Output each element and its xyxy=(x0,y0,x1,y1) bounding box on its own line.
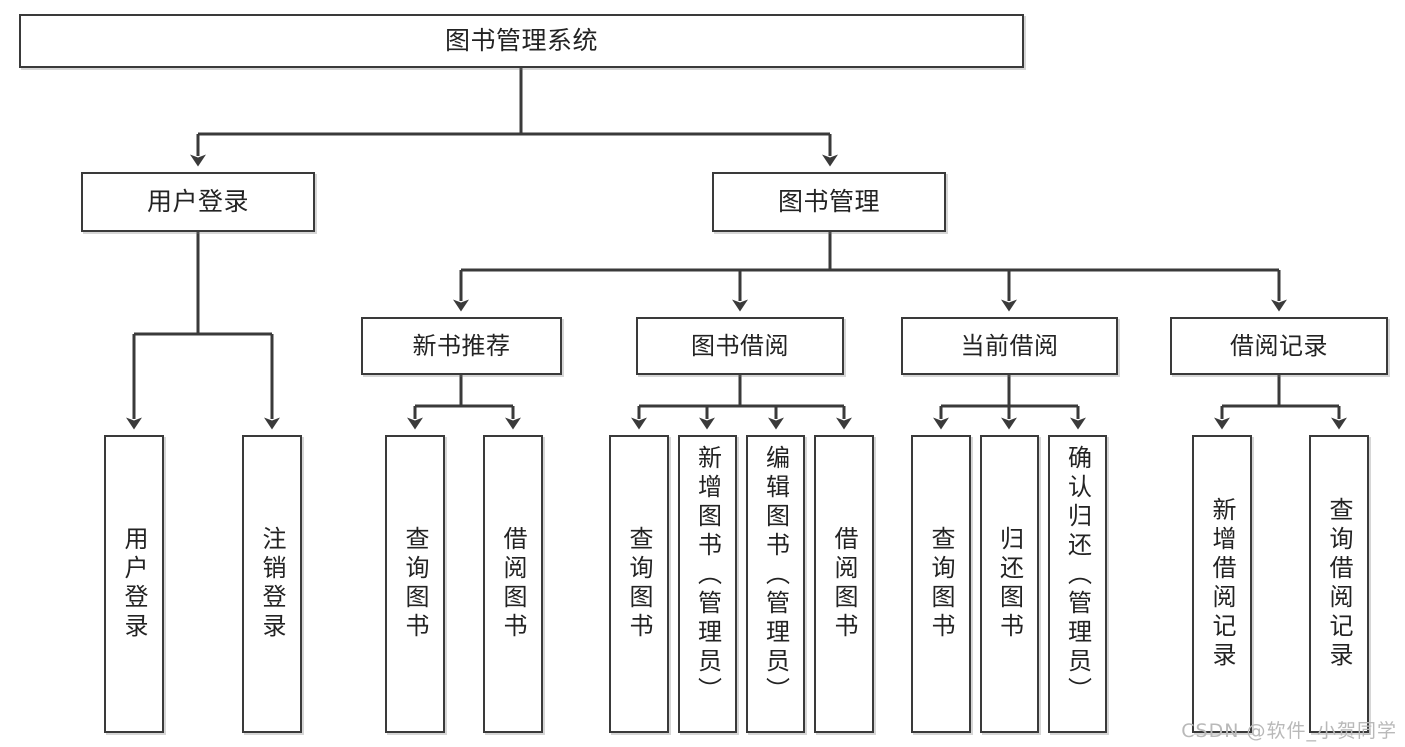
node-root[interactable]: 图书管理系统 xyxy=(19,14,1024,68)
node-book-borrow[interactable]: 图书借阅 xyxy=(636,317,844,375)
node-leaf-query-book-2[interactable]: 查询图书 xyxy=(609,435,669,733)
node-leaf-add-record[interactable]: 新增借阅记录 xyxy=(1192,435,1252,733)
node-leaf-return-book[interactable]: 归还图书 xyxy=(980,435,1039,733)
node-leaf-confirm-return-label: 确认归还（管理员） xyxy=(1063,445,1092,706)
node-new-book-recommend-label: 新书推荐 xyxy=(412,331,511,360)
node-leaf-edit-book-label: 编辑图书（管理员） xyxy=(761,445,790,706)
node-user-login-label: 用户登录 xyxy=(146,187,249,216)
node-borrow-record-label: 借阅记录 xyxy=(1230,331,1328,360)
node-current-borrow-label: 当前借阅 xyxy=(960,331,1059,360)
node-leaf-add-record-label: 新增借阅记录 xyxy=(1208,497,1236,671)
node-leaf-add-book-label: 新增图书（管理员） xyxy=(693,445,722,706)
node-leaf-confirm-return[interactable]: 确认归还（管理员） xyxy=(1048,435,1107,733)
node-root-label: 图书管理系统 xyxy=(444,26,598,55)
node-leaf-user-logout-label: 注销登录 xyxy=(258,526,286,642)
node-leaf-borrow-book-2-label: 借阅图书 xyxy=(830,526,858,642)
node-leaf-user-logout[interactable]: 注销登录 xyxy=(242,435,302,733)
node-leaf-edit-book[interactable]: 编辑图书（管理员） xyxy=(746,435,805,733)
node-user-login[interactable]: 用户登录 xyxy=(81,172,315,232)
node-leaf-add-book[interactable]: 新增图书（管理员） xyxy=(678,435,737,733)
node-new-book-recommend[interactable]: 新书推荐 xyxy=(361,317,562,375)
node-book-borrow-label: 图书借阅 xyxy=(691,331,789,360)
node-leaf-query-book-2-label: 查询图书 xyxy=(625,526,653,642)
node-current-borrow[interactable]: 当前借阅 xyxy=(901,317,1118,375)
node-leaf-user-login[interactable]: 用户登录 xyxy=(104,435,164,733)
node-borrow-record[interactable]: 借阅记录 xyxy=(1170,317,1388,375)
node-leaf-query-book-3[interactable]: 查询图书 xyxy=(911,435,971,733)
node-leaf-query-book-3-label: 查询图书 xyxy=(927,526,955,642)
node-leaf-query-record[interactable]: 查询借阅记录 xyxy=(1309,435,1369,733)
node-leaf-borrow-book-1-label: 借阅图书 xyxy=(499,526,527,642)
node-book-manage[interactable]: 图书管理 xyxy=(712,172,946,232)
node-leaf-borrow-book-2[interactable]: 借阅图书 xyxy=(814,435,874,733)
node-leaf-query-record-label: 查询借阅记录 xyxy=(1325,497,1353,671)
node-book-manage-label: 图书管理 xyxy=(777,187,880,216)
node-leaf-borrow-book-1[interactable]: 借阅图书 xyxy=(483,435,543,733)
node-leaf-query-book-1-label: 查询图书 xyxy=(401,526,429,642)
node-leaf-return-book-label: 归还图书 xyxy=(995,526,1024,642)
node-leaf-user-login-label: 用户登录 xyxy=(120,526,148,642)
node-leaf-query-book-1[interactable]: 查询图书 xyxy=(385,435,445,733)
csdn-watermark: CSDN @软件_小贺同学 xyxy=(1181,720,1397,742)
